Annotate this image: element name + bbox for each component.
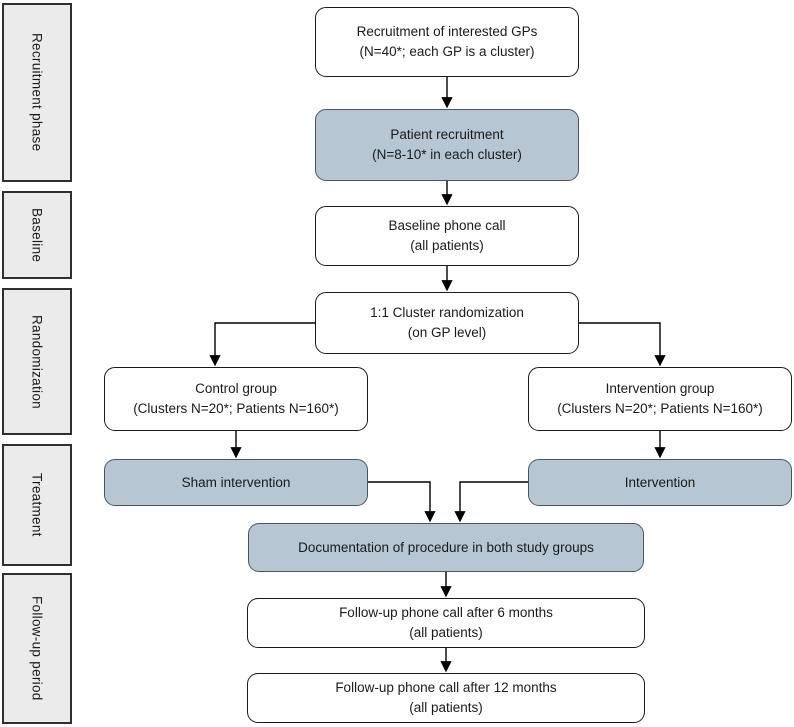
arrow-intervention-to-documentation bbox=[454, 481, 528, 523]
flow-node-cluster-randomization: 1:1 Cluster randomization (on GP level) bbox=[315, 292, 579, 354]
flow-node-recruitment-gps: Recruitment of interested GPs (N=40*; ea… bbox=[315, 7, 579, 77]
arrow-randomization-to-control-group bbox=[209, 322, 316, 367]
flow-node-intervention-group: Intervention group (Clusters N=20*; Pati… bbox=[528, 367, 792, 431]
phase-label-followup: Follow-up period bbox=[2, 573, 72, 724]
arrow-randomization-to-intervention-group bbox=[578, 322, 666, 367]
flow-node-patient-recruitment: Patient recruitment (N=8-10* in each clu… bbox=[315, 109, 579, 181]
flow-node-intervention: Intervention bbox=[528, 459, 792, 506]
flow-node-documentation: Documentation of procedure in both study… bbox=[248, 523, 644, 572]
flow-node-control-group: Control group (Clusters N=20*; Patients … bbox=[104, 367, 368, 431]
flow-node-baseline-phone-call: Baseline phone call (all patients) bbox=[315, 206, 579, 266]
flow-node-followup-6-months: Follow-up phone call after 6 months (all… bbox=[247, 598, 645, 648]
flow-node-followup-12-months: Follow-up phone call after 12 months (al… bbox=[247, 673, 645, 723]
arrow-sham-to-documentation bbox=[368, 481, 436, 523]
phase-label-treatment: Treatment bbox=[2, 444, 72, 566]
flow-node-sham-intervention: Sham intervention bbox=[104, 459, 368, 506]
phase-label-recruitment: Recruitment phase bbox=[2, 3, 72, 182]
phase-label-baseline: Baseline bbox=[2, 191, 72, 279]
phase-label-randomization: Randomization bbox=[2, 288, 72, 435]
